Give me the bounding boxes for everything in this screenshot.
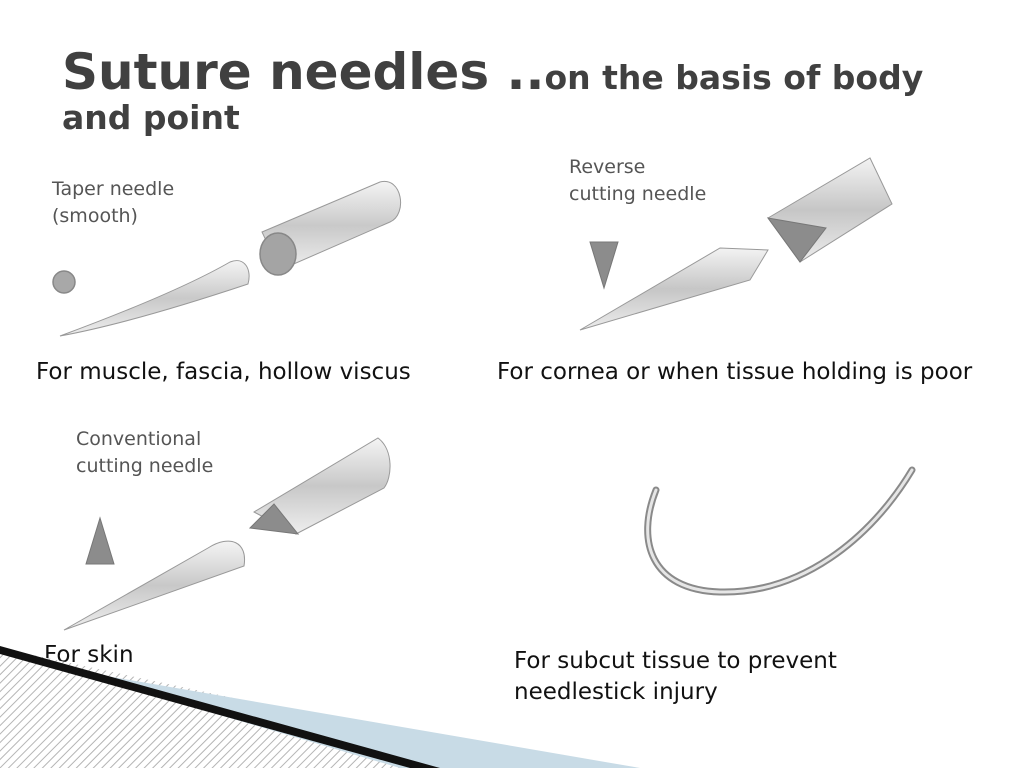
curved-needle-caption: For subcut tissue to prevent needlestick…: [514, 646, 837, 708]
taper-needle-label-line1: Taper needle: [52, 178, 175, 200]
title-subtitle-continued: and point: [62, 98, 240, 137]
curved-needle-caption-line1: For subcut tissue to prevent: [514, 648, 837, 674]
decorative-corner-stripes: [0, 640, 640, 772]
taper-needle-label-line2: (smooth): [52, 204, 138, 227]
title-main: Suture needles ..: [62, 43, 545, 101]
reverse-cutting-label-line2: cutting needle: [569, 182, 707, 205]
curved-needle-caption-line2: needlestick injury: [514, 679, 718, 706]
curved-needle-illustration: [630, 460, 930, 610]
reverse-cutting-needle-caption: For cornea or when tissue holding is poo…: [497, 359, 973, 385]
conventional-cross-section-triangle: [85, 516, 115, 565]
conventional-cutting-needle-label: Conventional cutting needle: [76, 426, 213, 479]
conventional-cutting-label-line1: Conventional: [76, 428, 202, 450]
reverse-cutting-label-line1: Reverse: [569, 156, 646, 178]
reverse-cutting-needle-label: Reverse cutting needle: [569, 154, 706, 207]
conventional-cutting-label-line2: cutting needle: [76, 454, 214, 477]
reverse-cutting-needle-illustration: [570, 150, 910, 340]
taper-needle-label: Taper needle (smooth): [52, 176, 174, 229]
taper-needle-illustration: [40, 170, 420, 350]
reverse-cross-section-triangle: [589, 241, 619, 290]
slide-title: Suture needles ..on the basis of body an…: [62, 42, 982, 138]
title-subtitle: on the basis of body: [544, 58, 924, 97]
conventional-cutting-needle-illustration: [58, 430, 398, 640]
taper-needle-caption: For muscle, fascia, hollow viscus: [36, 359, 411, 385]
taper-cross-section-circle: [52, 270, 76, 294]
